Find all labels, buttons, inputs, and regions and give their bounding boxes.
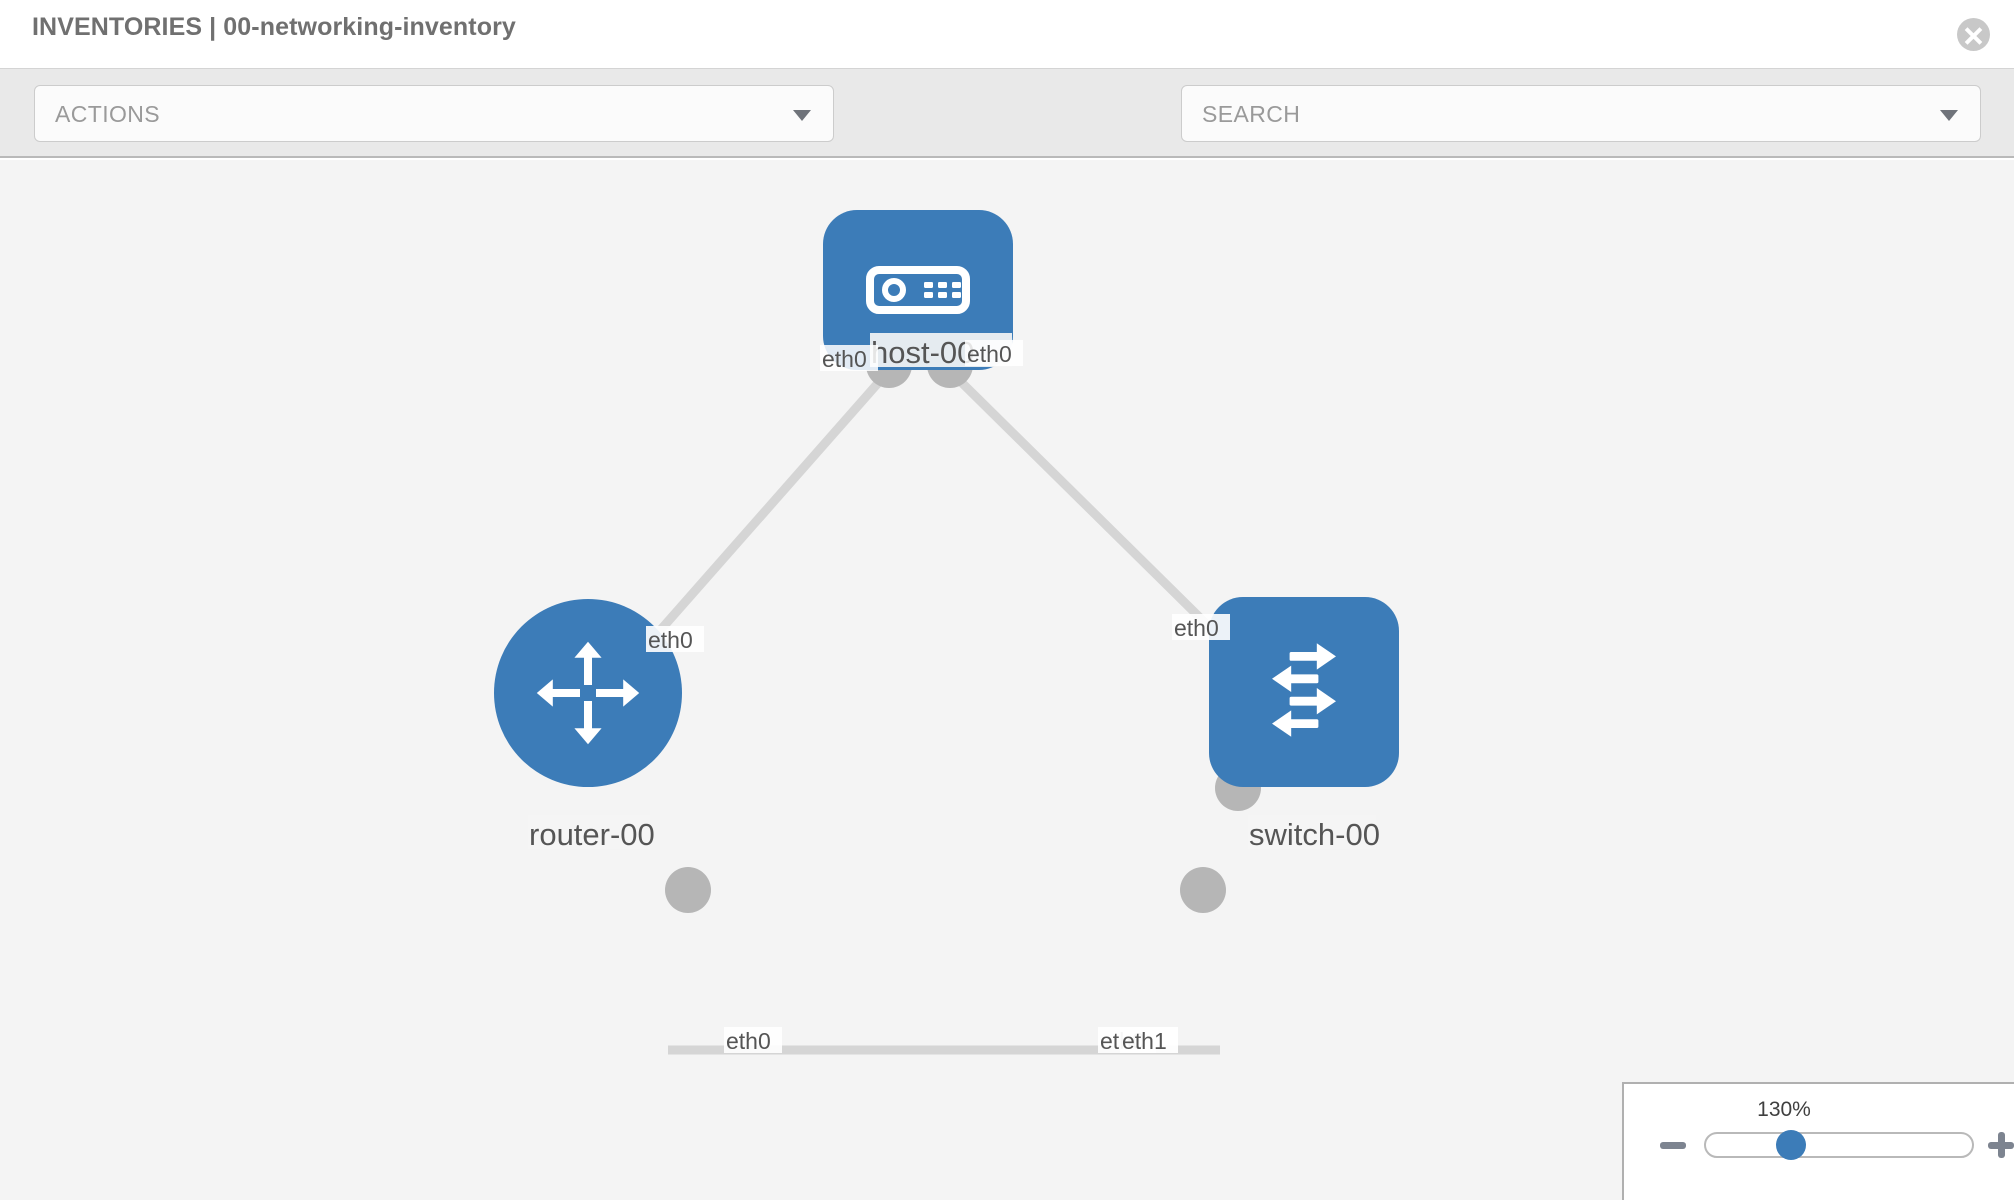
chevron-down-icon	[793, 110, 811, 121]
router-node-shape[interactable]	[494, 599, 682, 787]
topology-canvas[interactable]: host-00 router-00 switch-00 eth0	[0, 160, 2014, 1200]
iface-label-router-switch: eth0	[724, 1027, 782, 1054]
endpoint-switch-router	[1180, 867, 1226, 913]
node-label-switch-00: switch-00	[1249, 817, 1380, 852]
close-icon[interactable]	[1957, 18, 1990, 51]
iface-label-switch-host: eth0	[1172, 614, 1230, 641]
node-label-host-00: host-00	[871, 335, 974, 370]
svg-text:eth0: eth0	[1174, 615, 1219, 641]
topology-interface-labels: eth0 eth0 eth0 eth0 eth0	[646, 340, 1230, 1054]
chevron-down-icon[interactable]	[1940, 110, 1958, 121]
zoom-in-button[interactable]	[1988, 1132, 2014, 1158]
topology-node-router-00[interactable]: router-00	[494, 599, 682, 852]
svg-text:eth1: eth1	[1122, 1028, 1167, 1054]
svg-text:eth0: eth0	[967, 341, 1012, 367]
host-node-shape[interactable]	[823, 210, 1013, 370]
zoom-out-button[interactable]	[1660, 1142, 1686, 1149]
switch-node-shape[interactable]	[1209, 597, 1399, 787]
search-placeholder: SEARCH	[1202, 101, 1301, 127]
iface-label-router-host: eth0	[646, 626, 704, 653]
svg-text:eth0: eth0	[822, 346, 867, 372]
edge-host-router[interactable]	[623, 371, 890, 671]
svg-text:eth0: eth0	[648, 627, 693, 653]
zoom-slider-track[interactable]	[1704, 1132, 1974, 1158]
topology-edges	[623, 370, 1259, 1055]
zoom-slider-thumb[interactable]	[1776, 1130, 1806, 1160]
topology-endpoints	[614, 342, 1261, 913]
search-input[interactable]: SEARCH	[1181, 85, 1981, 142]
node-label-router-00: router-00	[529, 817, 655, 852]
actions-dropdown-label: ACTIONS	[55, 101, 161, 127]
zoom-level-label: 130%	[1757, 1098, 1811, 1121]
topology-graph: host-00 router-00 switch-00 eth0	[494, 210, 1399, 1055]
actions-dropdown[interactable]: ACTIONS	[34, 85, 834, 142]
topology-node-switch-00[interactable]: switch-00	[1209, 597, 1399, 852]
page-title: INVENTORIES | 00-networking-inventory	[32, 13, 516, 41]
iface-label-host-switch: eth0	[965, 340, 1023, 367]
svg-text:eth0: eth0	[726, 1028, 771, 1054]
toolbar: ACTIONS SEARCH	[0, 68, 2014, 203]
endpoint-router-switch	[665, 867, 711, 913]
page-header: INVENTORIES | 00-networking-inventory	[0, 0, 2014, 68]
iface-label-switch-router: eth1	[1120, 1027, 1178, 1054]
zoom-control-panel: 130%	[1622, 1082, 2014, 1200]
iface-label-host-router: eth0	[820, 345, 878, 372]
